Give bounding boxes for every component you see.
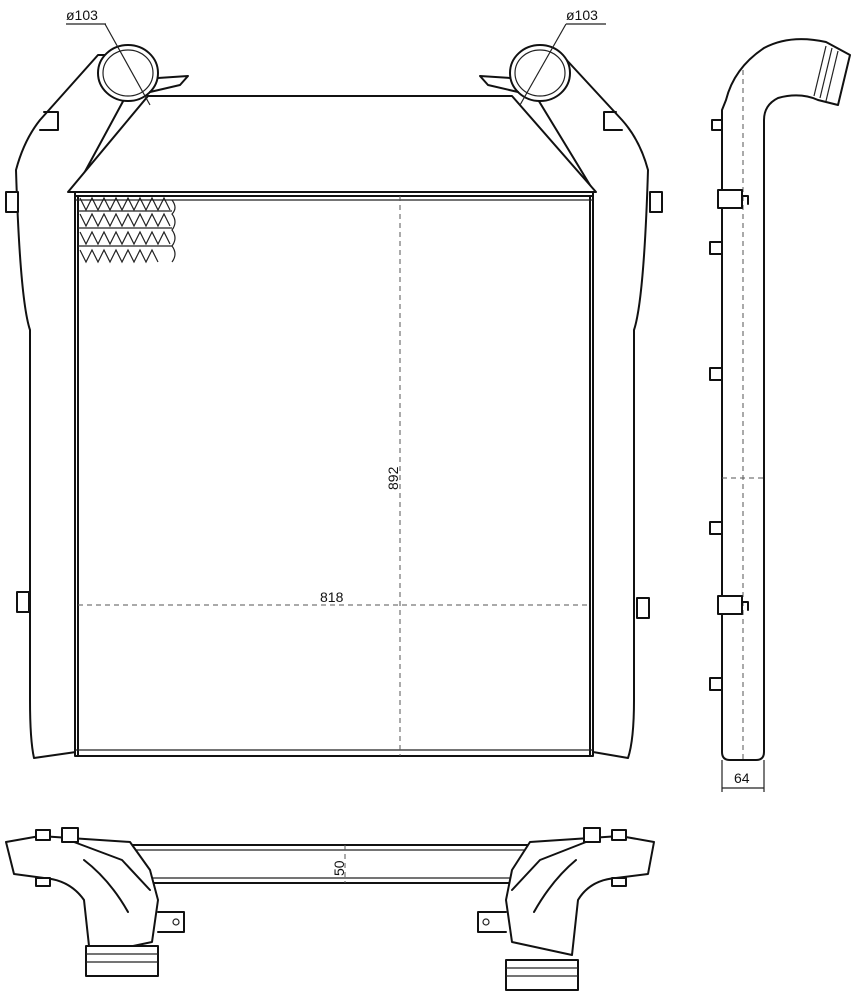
core-width-label: 818 xyxy=(320,589,344,605)
right-tank xyxy=(519,54,649,759)
front-view xyxy=(5,44,663,759)
core xyxy=(74,195,594,757)
side-profile xyxy=(721,38,851,761)
top-header xyxy=(67,95,597,193)
bottom-left-tank xyxy=(5,835,159,956)
bottom-view: 50 xyxy=(5,827,655,991)
core-height-label: 892 xyxy=(385,466,401,490)
fin-pattern-detail xyxy=(78,196,176,264)
bottom-thickness-label: 50 xyxy=(331,860,347,876)
bottom-core-bar xyxy=(129,844,531,884)
right-inlet-pipe xyxy=(479,44,571,102)
left-tank xyxy=(15,54,141,759)
left-inlet-pipe xyxy=(97,44,189,102)
right-inlet-diameter-label: ø103 xyxy=(566,7,598,23)
side-view: 64 xyxy=(709,38,851,792)
bottom-right-tank xyxy=(505,835,655,956)
left-inlet-diameter-label: ø103 xyxy=(66,7,98,23)
dimension-labels-front: ø103 ø103 892 818 xyxy=(66,7,606,605)
side-depth-label: 64 xyxy=(734,770,750,786)
